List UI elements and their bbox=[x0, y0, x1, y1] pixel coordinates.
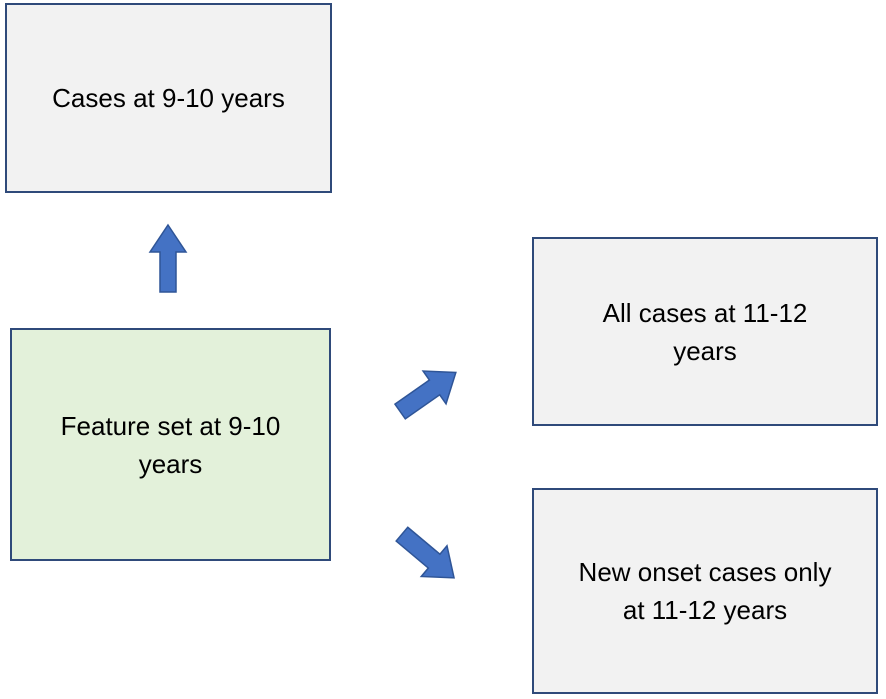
cases-9-10-label: Cases at 9-10 years bbox=[52, 83, 285, 113]
feature-set-box: Feature set at 9-10 years bbox=[10, 328, 331, 561]
cases-9-10-box: Cases at 9-10 years bbox=[5, 3, 332, 193]
arrow-down-right-icon bbox=[395, 526, 455, 579]
all-cases-11-12-box: All cases at 11-12 years bbox=[532, 237, 878, 426]
arrow-up-icon bbox=[148, 223, 188, 293]
new-onset-cases-box: New onset cases only at 11-12 years bbox=[532, 488, 878, 694]
feature-set-label: Feature set at 9-10 years bbox=[60, 410, 281, 479]
new-onset-cases-label: New onset cases only at 11-12 years bbox=[578, 557, 832, 625]
all-cases-11-12-label: All cases at 11-12 years bbox=[602, 297, 808, 366]
arrow-up-right-icon bbox=[393, 370, 457, 420]
